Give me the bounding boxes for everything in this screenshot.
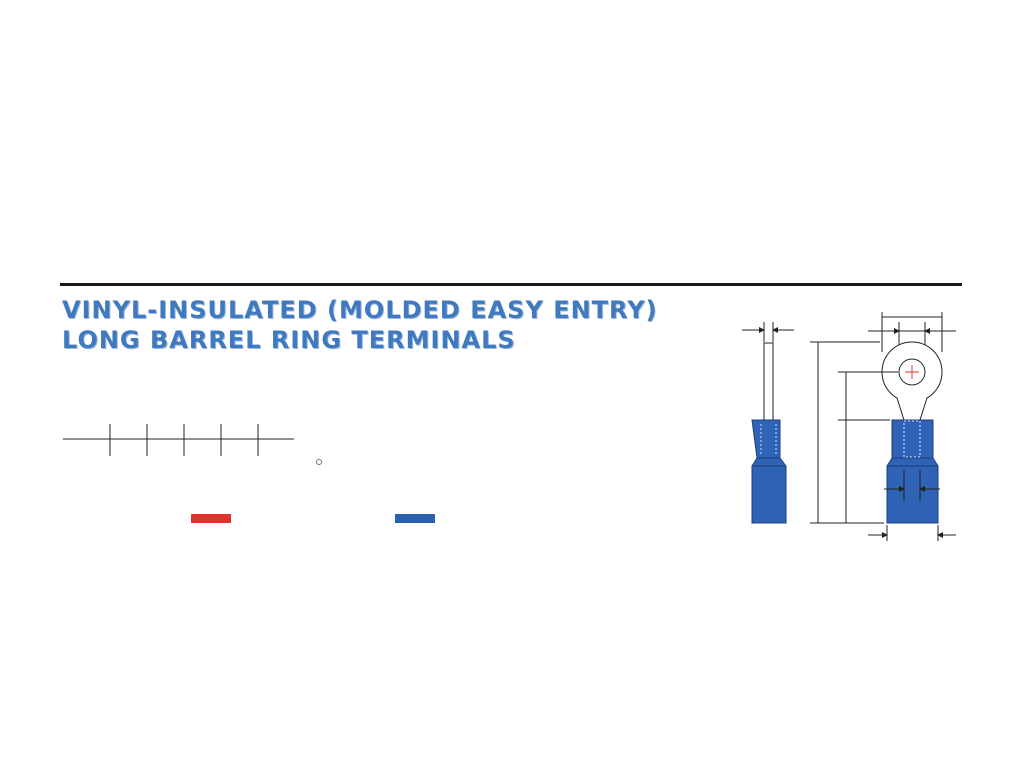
front-barrel-hidden-line [903,420,921,458]
red-color-swatch [191,514,231,523]
header-rule [60,283,962,286]
side-insulation-sleeve [751,419,787,524]
blue-color-swatch [395,514,435,523]
terminal-side-view [751,342,787,524]
ring-neck [896,397,928,421]
front-dimensions [810,312,956,541]
title-line-2: LONG BARREL RING TERMINALS [62,326,516,354]
title-line-1: VINYL-INSULATED (MOLDED EASY ENTRY) [62,296,658,324]
front-insulation-sleeve [886,419,939,524]
side-tongue [763,342,774,422]
terminal-front-view [881,341,943,524]
small-circle-mark [316,459,322,465]
page-title: VINYL-INSULATED (MOLDED EASY ENTRY) LONG… [62,295,658,355]
side-dimensions [742,322,794,342]
